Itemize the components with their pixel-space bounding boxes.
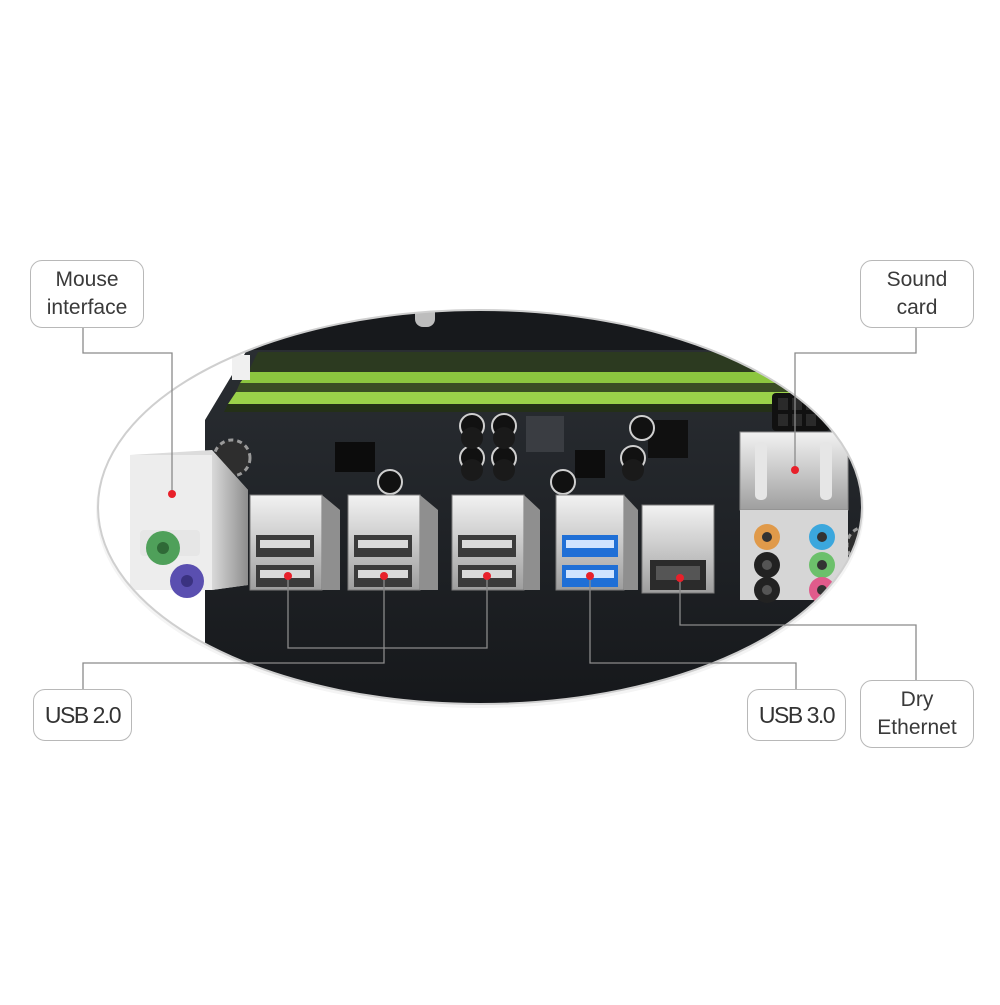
- audio-jack-icon: [739, 431, 849, 603]
- marker-usb3: [586, 572, 594, 580]
- marker-sound: [791, 466, 799, 474]
- mouse-interface-label: Mouse interface: [30, 260, 144, 328]
- ram-slots: [224, 352, 810, 412]
- usb3-text: USB 3.0: [758, 702, 836, 728]
- usb-port-icon: [249, 494, 340, 591]
- callout-lines: [82, 328, 917, 689]
- marker-usb2-b: [380, 572, 388, 580]
- usb-port-icon: [347, 494, 438, 591]
- ps2-port-icon: [130, 450, 248, 598]
- oval-frame: [97, 309, 863, 705]
- usb3-port-icon: [555, 494, 638, 591]
- usb-port-icon: [451, 494, 540, 591]
- usb2-ports: [249, 494, 540, 591]
- board-photo: [98, 310, 862, 704]
- marker-usb2-a: [284, 572, 292, 580]
- ethernet-text: Dry Ethernet: [877, 688, 957, 739]
- marker-ethernet: [676, 574, 684, 582]
- inductor: [526, 416, 564, 452]
- markers: [168, 466, 799, 582]
- usb3-label: USB 3.0: [747, 689, 846, 741]
- chip: [335, 442, 375, 472]
- ethernet-label: Dry Ethernet: [860, 680, 974, 748]
- screw: [415, 310, 435, 327]
- marker-usb2-c: [483, 572, 491, 580]
- usb2-text: USB 2.0: [44, 702, 122, 728]
- sound-card-label: Sound card: [860, 260, 974, 328]
- mouse-interface-text: Mouse interface: [46, 268, 128, 319]
- sound-card-text: Sound card: [886, 268, 948, 319]
- marker-mouse: [168, 490, 176, 498]
- usb2-label: USB 2.0: [33, 689, 132, 741]
